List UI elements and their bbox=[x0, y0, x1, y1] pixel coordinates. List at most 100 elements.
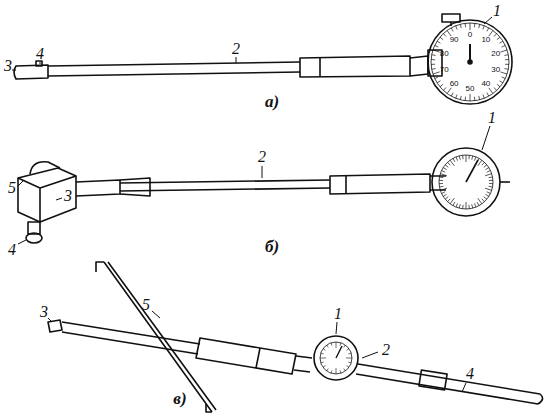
dial-tick bbox=[443, 88, 446, 91]
dial-tick bbox=[327, 369, 329, 371]
dial-tick bbox=[485, 168, 488, 170]
dial-tick bbox=[336, 342, 337, 348]
dial-tick bbox=[451, 93, 453, 97]
dial-tick bbox=[485, 188, 492, 190]
dial-tick bbox=[489, 186, 493, 188]
dial-tick bbox=[450, 160, 454, 166]
dial-tick bbox=[465, 97, 467, 101]
dial-tick bbox=[487, 192, 491, 194]
dial-tick bbox=[336, 368, 337, 374]
dial-tick bbox=[320, 358, 326, 359]
dial-tick bbox=[478, 160, 482, 166]
dial-tick bbox=[440, 188, 447, 190]
callout-number: 4 bbox=[466, 366, 474, 382]
dial-tick bbox=[442, 192, 446, 194]
dial-tick bbox=[348, 362, 351, 364]
dial-tick bbox=[468, 205, 470, 209]
dial-tick bbox=[485, 174, 492, 176]
dial-tick bbox=[340, 343, 342, 346]
dial-tick bbox=[443, 168, 446, 170]
dial-tick bbox=[439, 183, 443, 184]
dial-tick bbox=[344, 345, 346, 347]
dial-tick bbox=[468, 155, 470, 159]
callout-number: 5 bbox=[142, 297, 150, 313]
dial-tick bbox=[432, 68, 436, 70]
dial-tick bbox=[451, 28, 453, 32]
callout-number: 2 bbox=[258, 149, 266, 165]
figure-label: а) bbox=[265, 93, 279, 110]
dial-tick bbox=[456, 26, 457, 30]
figure-label: в) bbox=[173, 390, 186, 407]
dial-tick bbox=[474, 157, 475, 161]
gauge-a bbox=[12, 14, 512, 104]
dial-tick bbox=[321, 362, 324, 364]
callout-number: 3 bbox=[64, 188, 72, 204]
dial-tick bbox=[323, 349, 325, 351]
dial-tick bbox=[471, 204, 473, 208]
dial-tick bbox=[440, 174, 447, 176]
dial-tick bbox=[453, 202, 455, 206]
dial-tick bbox=[327, 345, 329, 347]
callout-number: 2 bbox=[382, 342, 390, 358]
dial-tick bbox=[494, 34, 497, 37]
dial-tick bbox=[453, 158, 455, 162]
dial-tick bbox=[484, 165, 487, 168]
dial-tick bbox=[331, 343, 333, 346]
dial-tick bbox=[347, 366, 349, 368]
callout-number: 4 bbox=[36, 46, 44, 62]
dial-tick bbox=[466, 155, 467, 162]
dial-tick bbox=[435, 45, 439, 47]
dial-number: 70 bbox=[440, 66, 449, 74]
dial-tick bbox=[482, 199, 485, 202]
dial-tick bbox=[497, 37, 500, 40]
dial-tick bbox=[474, 97, 476, 101]
dial-tick bbox=[494, 88, 497, 91]
dial-tick bbox=[478, 96, 480, 100]
dial-tick bbox=[474, 203, 475, 207]
dial-tick bbox=[435, 77, 439, 79]
dial-tick bbox=[470, 94, 471, 101]
dial-tick bbox=[478, 24, 480, 28]
dial-tick bbox=[439, 180, 443, 181]
callout-number: 3 bbox=[4, 58, 12, 74]
callout-number: 1 bbox=[334, 306, 342, 322]
dial-tick bbox=[505, 59, 509, 60]
dial-tick bbox=[445, 197, 448, 200]
dial-tick bbox=[487, 28, 489, 32]
dial-number: 20 bbox=[491, 50, 500, 58]
dial-tick bbox=[448, 162, 451, 165]
dial-tick bbox=[487, 93, 489, 97]
dial-tick bbox=[432, 54, 436, 56]
gauge-b bbox=[18, 126, 510, 244]
dial-tick bbox=[443, 194, 446, 196]
dial-number: 80 bbox=[440, 50, 449, 58]
dial-tick bbox=[437, 81, 440, 83]
dial-tick bbox=[439, 176, 443, 178]
dial-number: 30 bbox=[491, 66, 500, 74]
dial-tick bbox=[485, 194, 488, 196]
dial-tick bbox=[450, 198, 454, 204]
dial-number: 90 bbox=[450, 36, 459, 44]
dial-tick bbox=[331, 370, 333, 373]
callout-number: 4 bbox=[8, 242, 16, 258]
dial-tick bbox=[433, 72, 440, 74]
dial-tick bbox=[487, 171, 491, 173]
dial-tick bbox=[431, 59, 435, 60]
dial-tick bbox=[483, 26, 484, 30]
gauge-c bbox=[48, 262, 543, 412]
dial-tick bbox=[437, 41, 440, 43]
dial-tick bbox=[502, 45, 506, 47]
dial-tick bbox=[440, 37, 443, 40]
dial-tick bbox=[447, 88, 451, 94]
dial-tick bbox=[456, 203, 457, 207]
dial-tick bbox=[474, 23, 476, 27]
dial-number: 60 bbox=[450, 80, 459, 88]
dial-tick bbox=[442, 171, 446, 173]
callout-number: 5 bbox=[8, 180, 16, 196]
figure-label: б) bbox=[265, 238, 279, 255]
dial-tick bbox=[477, 202, 479, 206]
dial-number: 0 bbox=[468, 31, 472, 39]
dial-tick bbox=[448, 199, 451, 202]
